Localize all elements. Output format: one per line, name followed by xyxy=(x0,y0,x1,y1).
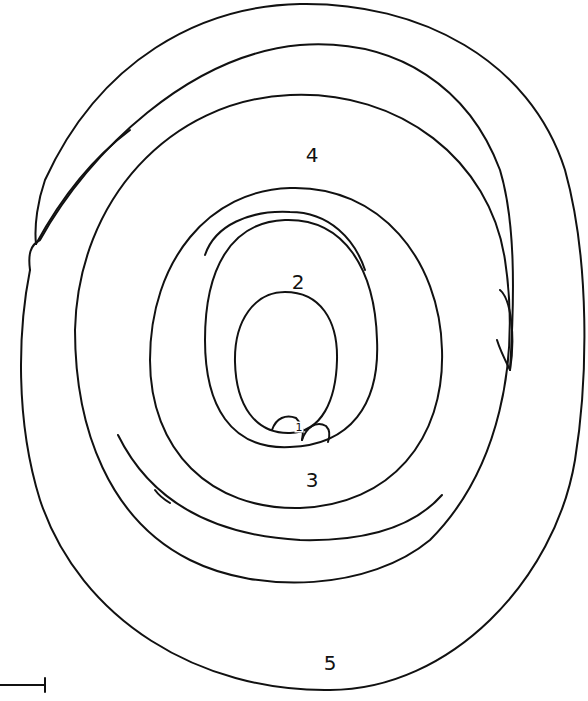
proloculus-lobe xyxy=(302,424,329,442)
central-chamber xyxy=(235,292,337,433)
whorl-boundary xyxy=(75,95,510,583)
outer-whorl xyxy=(21,4,584,690)
spiral-arm-inner xyxy=(36,130,130,244)
callout-number: 4 xyxy=(306,145,319,165)
callout-number: 2 xyxy=(292,272,305,292)
partial-septum xyxy=(205,212,365,270)
callout-number: 1 xyxy=(295,422,304,433)
partial-septum xyxy=(118,435,442,540)
partial-septum xyxy=(155,490,170,503)
whorl-step xyxy=(497,290,512,370)
whorl-boundary xyxy=(205,220,377,447)
proloculus-lobe xyxy=(272,417,303,441)
outer-whorl-top xyxy=(35,4,300,244)
callout-number: 5 xyxy=(324,653,337,673)
whorl-boundary xyxy=(150,188,442,508)
scale-bar xyxy=(0,678,45,692)
callout-number: 3 xyxy=(306,470,319,490)
